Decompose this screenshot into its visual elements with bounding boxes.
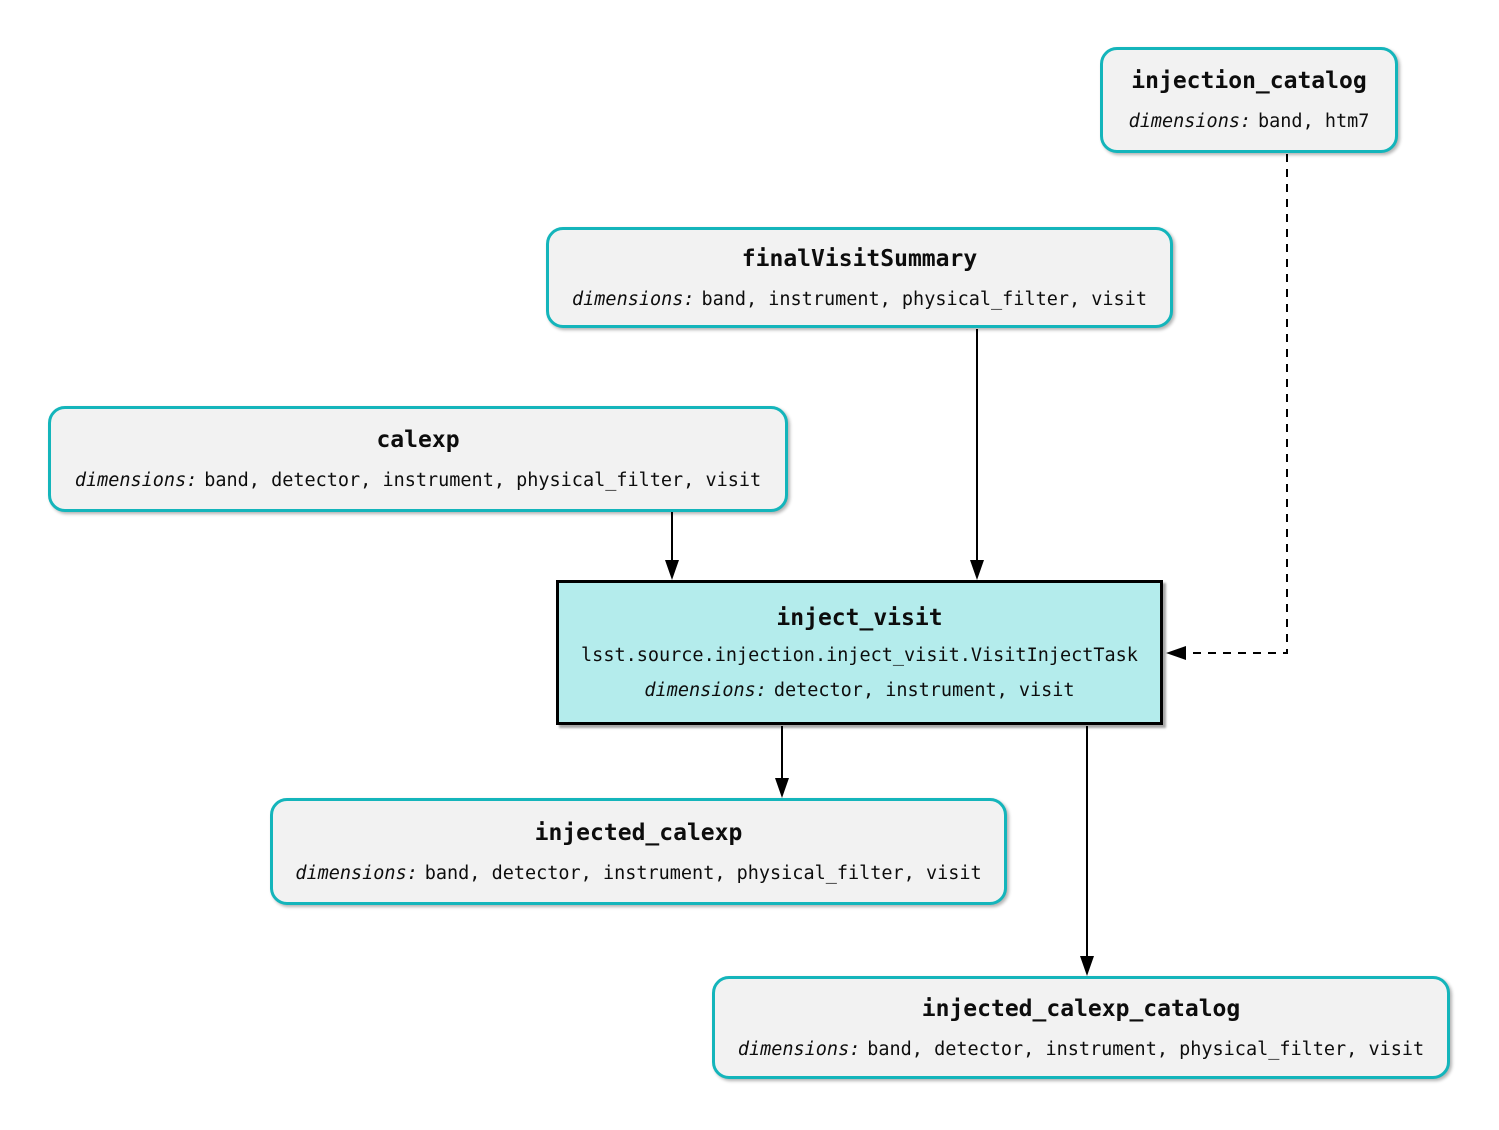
dimensions-value: band, detector, instrument, physical_fil… [424, 862, 982, 884]
edge-calexp-to-inject-visit [665, 512, 679, 580]
node-title: injected_calexp [534, 819, 743, 846]
node-dimensions: dimensions: band, instrument, physical_fi… [572, 289, 1147, 310]
node-dimensions: dimensions: band, detector, instrument, p… [75, 470, 761, 491]
task-class: lsst.source.injection.inject_visit.Visit… [581, 644, 1138, 666]
node-inject-visit-task: inject_visit lsst.source.injection.injec… [556, 580, 1163, 725]
edge-inject-visit-to-injected-calexp-catalog [1080, 726, 1094, 976]
dimensions-label: dimensions: [295, 862, 418, 884]
dimensions-label: dimensions: [1128, 111, 1252, 132]
node-finalvisitsummary: finalVisitSummary dimensions: band, instr… [546, 227, 1173, 328]
node-injection-catalog: injection_catalog dimensions: band, htm7 [1100, 47, 1398, 153]
node-calexp: calexp dimensions: band, detector, instru… [48, 406, 788, 512]
edge-inject-visit-to-injected-calexp [775, 726, 789, 798]
node-title: injection_catalog [1131, 68, 1367, 94]
dimensions-label: dimensions: [74, 470, 198, 491]
edge-injection-catalog-to-inject-visit [1166, 154, 1288, 660]
edge-finalvisitsummary-to-inject-visit [970, 329, 984, 580]
node-dimensions: dimensions: band, htm7 [1129, 111, 1370, 132]
dimensions-value: band, detector, instrument, physical_fil… [204, 470, 762, 491]
node-dimensions: dimensions: band, detector, instrument, p… [295, 863, 981, 884]
dimensions-label: dimensions: [572, 288, 695, 310]
node-dimensions: dimensions: band, detector, instrument, p… [738, 1039, 1424, 1060]
dimensions-label: dimensions: [644, 679, 767, 701]
node-injected-calexp-catalog: injected_calexp_catalog dimensions: band,… [712, 976, 1450, 1079]
dimensions-label: dimensions: [737, 1038, 861, 1060]
node-title: finalVisitSummary [741, 245, 978, 272]
node-title: calexp [376, 427, 460, 453]
node-injected-calexp: injected_calexp dimensions: band, detecto… [270, 798, 1007, 905]
node-title: inject_visit [776, 604, 943, 631]
node-title: injected_calexp_catalog [921, 995, 1241, 1022]
dimensions-value: band, detector, instrument, physical_fil… [867, 1038, 1425, 1060]
dimensions-value: detector, instrument, visit [773, 679, 1075, 701]
dimensions-value: band, instrument, physical_filter, visit [701, 288, 1147, 310]
node-dimensions: dimensions: detector, instrument, visit [644, 680, 1074, 701]
dimensions-value: band, htm7 [1258, 111, 1370, 132]
